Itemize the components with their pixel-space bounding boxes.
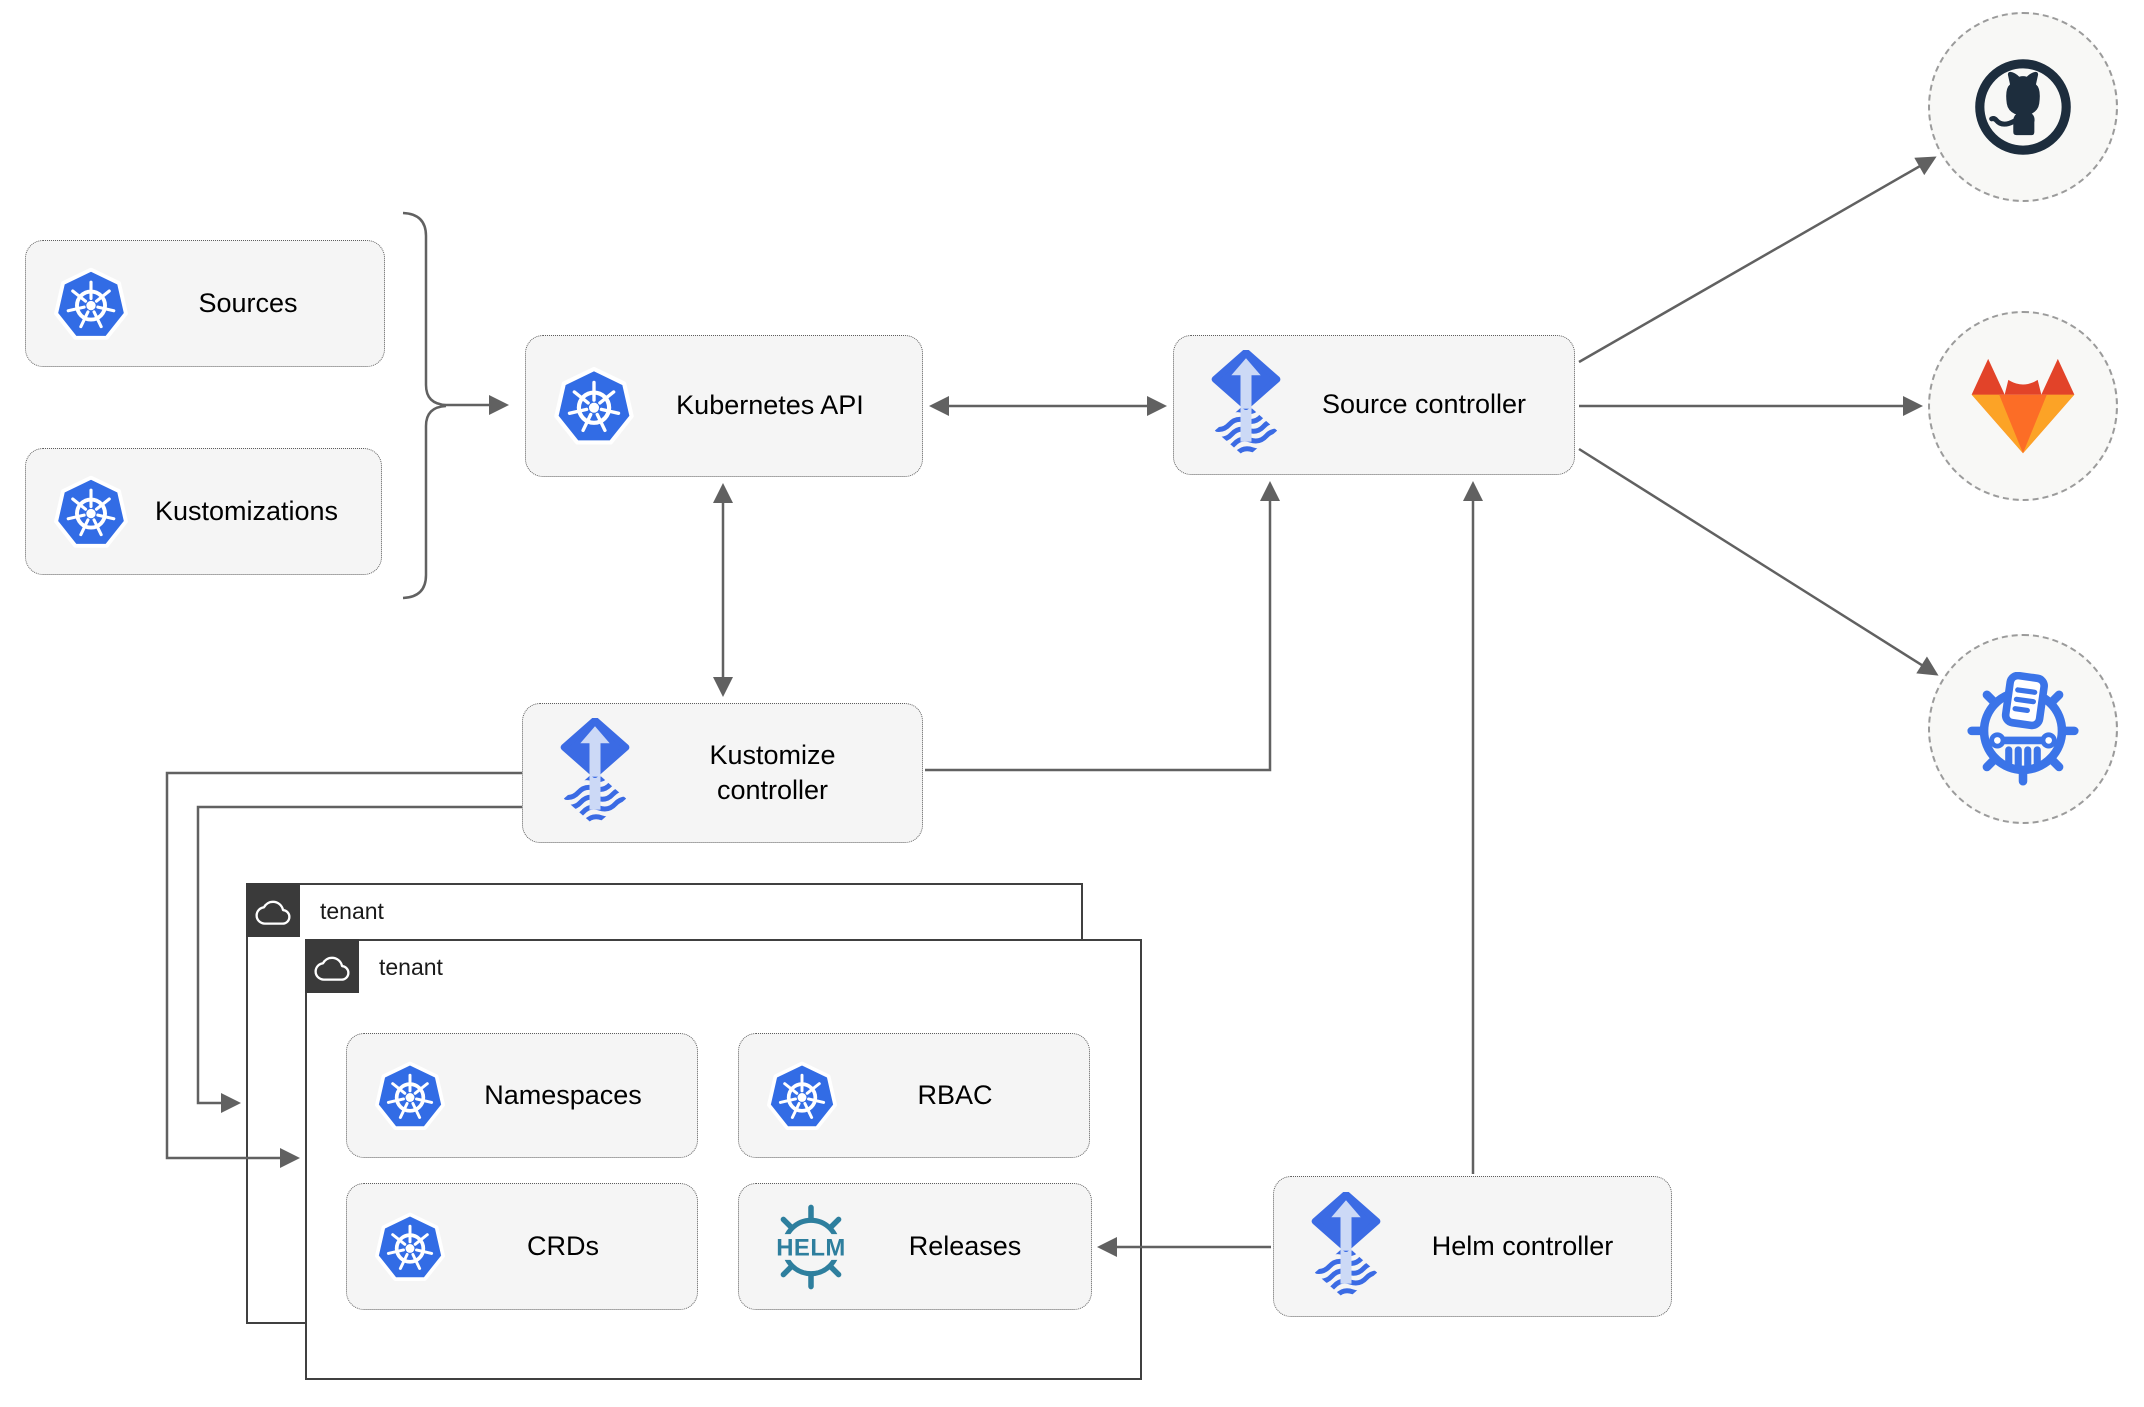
tenant-container-front: tenant [304, 938, 1142, 1380]
node-helm-controller-label: Helm controller [1431, 1230, 1614, 1261]
node-source-controller-label: Source controller [1321, 389, 1527, 420]
edge-source-to-registry [1578, 447, 1939, 676]
kubernetes-icon [765, 1059, 839, 1133]
kubernetes-icon [373, 1059, 447, 1133]
edge-kustomize-to-source-controller [925, 481, 1280, 772]
node-helm-controller: Helm controller [1273, 1176, 1672, 1317]
github-icon [1969, 53, 2077, 161]
node-releases: Releases [738, 1183, 1092, 1310]
node-source-controller: Source controller [1173, 335, 1575, 475]
node-kustomizations-label: Kustomizations [154, 495, 339, 526]
registry-wheel-icon [1966, 672, 2080, 786]
external-registry [1928, 634, 2118, 824]
external-github [1928, 12, 2118, 202]
flux-icon [1200, 350, 1292, 460]
tenant-back-tab [245, 882, 300, 937]
edge-resources-to-k8s-api [402, 211, 509, 415]
external-gitlab [1928, 311, 2118, 501]
tenant-front-tab [304, 938, 359, 993]
cloud-icon [314, 951, 350, 981]
node-kustomize-controller: Kustomize controller [522, 703, 923, 843]
edge-bracket-lower [402, 404, 447, 600]
node-kustomize-controller-label: Kustomize controller [709, 739, 836, 805]
flux-icon [549, 718, 641, 828]
tenant-back-label: tenant [320, 897, 384, 924]
node-sources-label: Sources [198, 287, 298, 318]
node-kubernetes-api-label: Kubernetes API [676, 390, 864, 421]
flux-icon [1300, 1192, 1392, 1302]
tenant-front-label: tenant [379, 953, 443, 980]
node-kustomizations: Kustomizations [25, 448, 382, 575]
gitlab-icon [1968, 356, 2078, 457]
kubernetes-icon [52, 265, 130, 343]
helm-icon [765, 1201, 857, 1293]
cloud-icon [255, 895, 291, 925]
node-kubernetes-api: Kubernetes API [525, 335, 923, 477]
node-rbac-label: RBAC [917, 1079, 993, 1110]
node-sources: Sources [25, 240, 385, 367]
edge-source-to-github [1578, 156, 1937, 364]
node-releases-label: Releases [908, 1230, 1022, 1261]
node-crds-label: CRDs [527, 1230, 599, 1261]
node-namespaces: Namespaces [346, 1033, 698, 1158]
node-namespaces-label: Namespaces [484, 1079, 642, 1110]
node-crds: CRDs [346, 1183, 698, 1310]
kubernetes-icon [552, 364, 636, 448]
node-rbac: RBAC [738, 1033, 1090, 1158]
kubernetes-icon [373, 1210, 447, 1284]
kubernetes-icon [52, 473, 130, 551]
